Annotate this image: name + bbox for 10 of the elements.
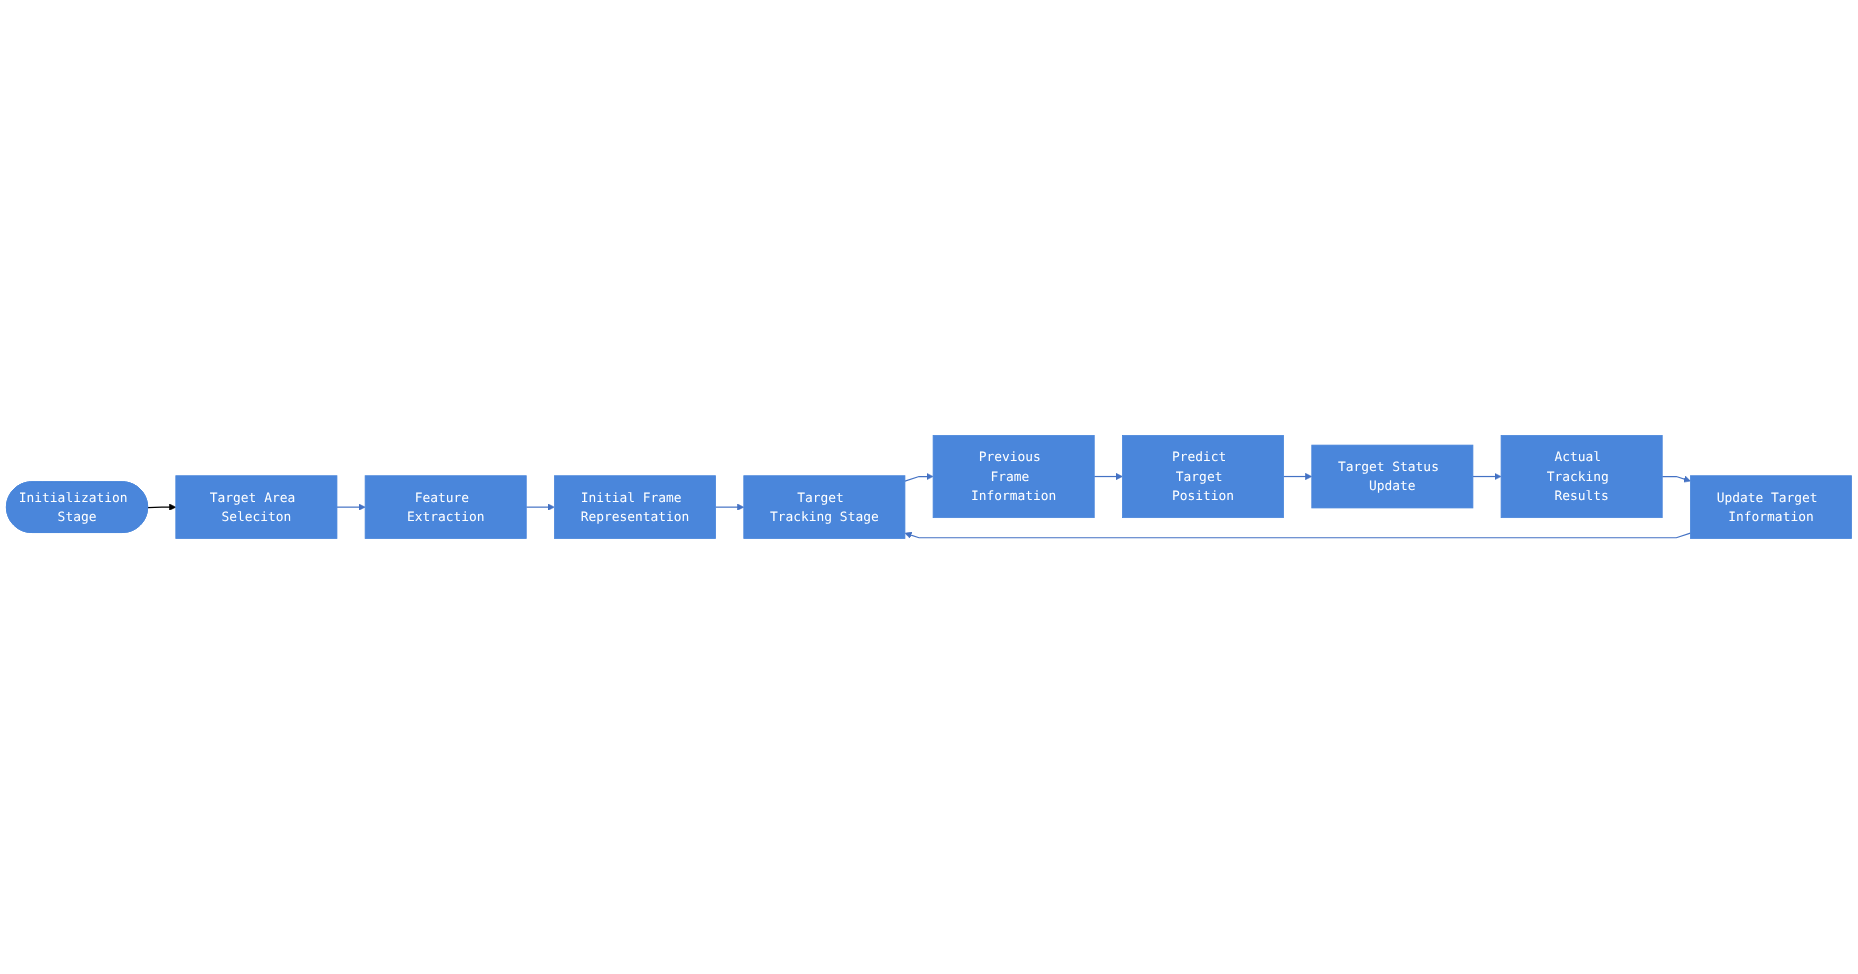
arrow [715, 503, 745, 511]
arrow [904, 531, 1692, 539]
arrow [1472, 473, 1502, 481]
arrow [525, 503, 555, 511]
arrow [336, 503, 366, 511]
arrow [1282, 473, 1313, 481]
arrow [904, 473, 934, 482]
arrow [1093, 473, 1123, 481]
arrow [147, 503, 177, 511]
arrow [1661, 475, 1691, 483]
